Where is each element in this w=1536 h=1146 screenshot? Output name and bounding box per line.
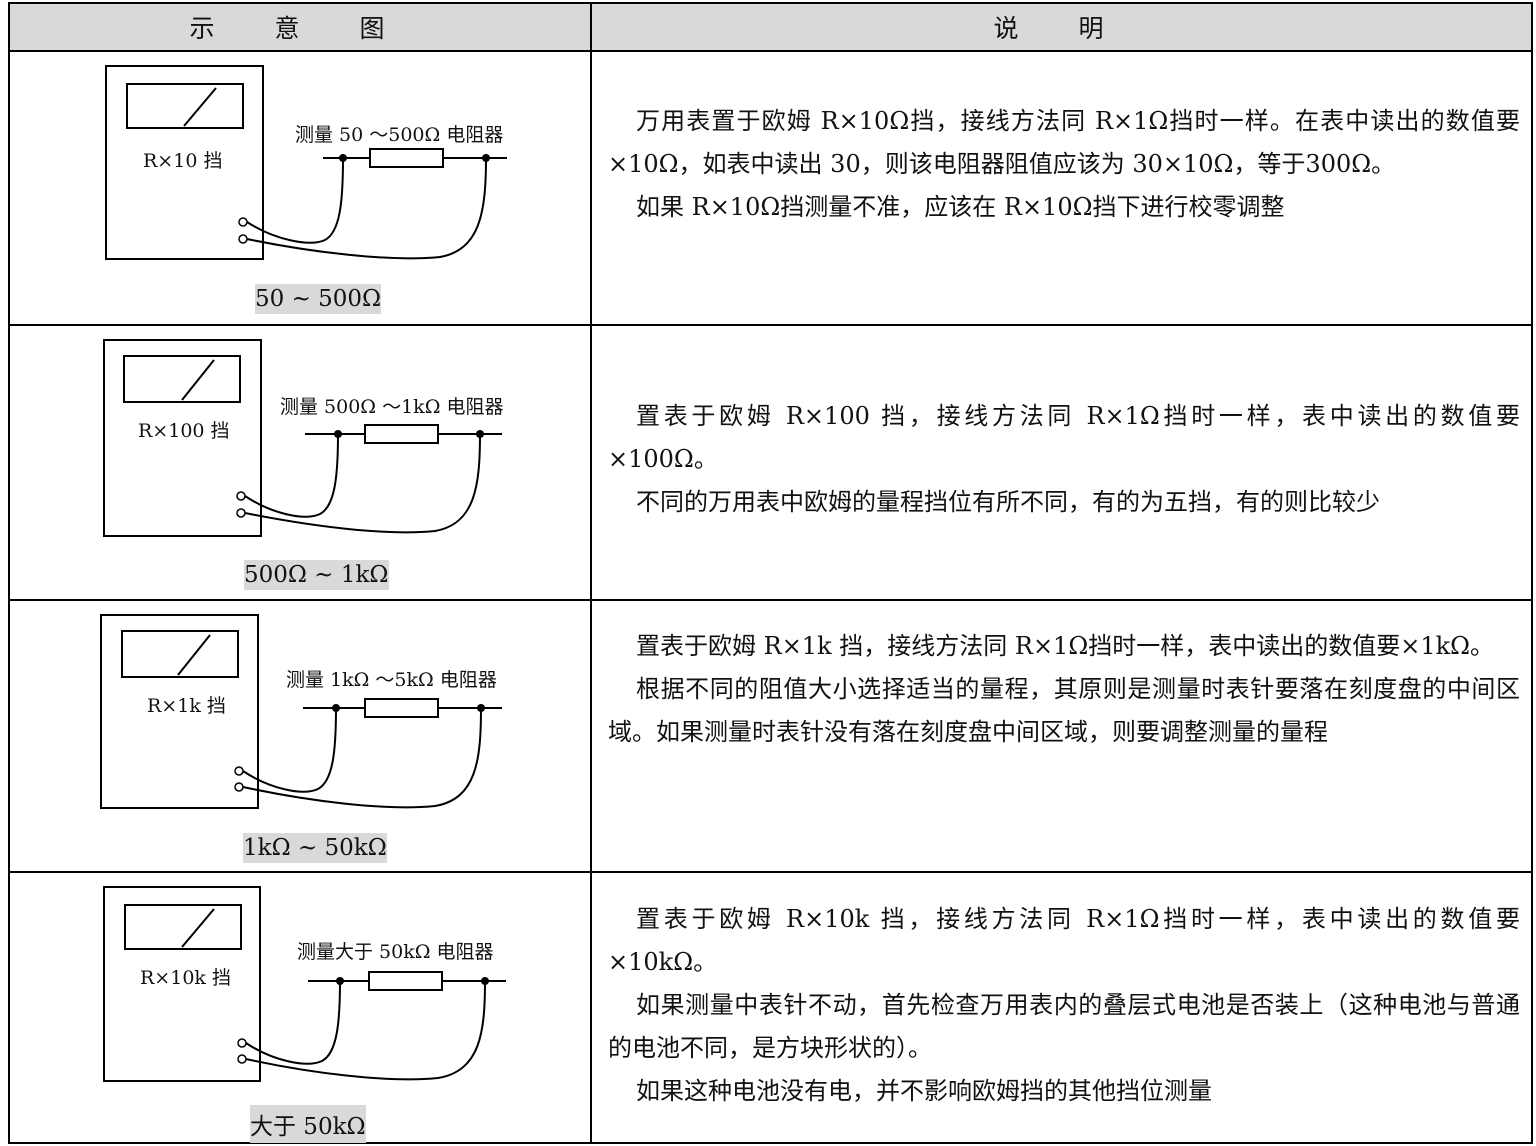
meter-wiring-diagram-3: [100, 614, 502, 809]
meter-range-label: R×100 挡: [138, 420, 230, 442]
column-divider: [590, 4, 592, 1142]
row-divider: [10, 599, 1531, 601]
description-row-2: 置表于欧姆 R×100 挡，接线方法同 R×1Ω挡时一样，表中读出的数值要×10…: [608, 395, 1520, 524]
description-row-3: 置表于欧姆 R×1k 挡，接线方法同 R×1Ω挡时一样，表中读出的数值要×1kΩ…: [608, 625, 1520, 754]
diagram-row-2: R×100 挡 测量 500Ω ～1kΩ 电阻器 500Ω ~ 1kΩ: [10, 326, 590, 598]
diagram-row-1: R×10 挡 测量 50 ～500Ω 电阻器 50 ~ 500Ω: [10, 52, 590, 324]
description-paragraph: 置表于欧姆 R×100 挡，接线方法同 R×1Ω挡时一样，表中读出的数值要×10…: [608, 402, 1520, 473]
description-paragraph: 不同的万用表中欧姆的量程挡位有所不同，有的为五挡，有的则比较少: [636, 488, 1380, 516]
description-paragraph: 如果这种电池没有电，并不影响欧姆挡的其他挡位测量: [636, 1077, 1212, 1105]
diagram-row-4: R×10k 挡 测量大于 50kΩ 电阻器 大于 50kΩ: [10, 873, 590, 1145]
resistance-range-label: 500Ω ~ 1kΩ: [244, 560, 389, 590]
resistance-range-label: 1kΩ ~ 50kΩ: [243, 833, 387, 863]
meter-wiring-diagram-4: [103, 886, 506, 1082]
description-paragraph: 如果 R×10Ω挡测量不准，应该在 R×10Ω挡下进行校零调整: [636, 193, 1285, 221]
description-paragraph: 万用表置于欧姆 R×10Ω挡，接线方法同 R×1Ω挡时一样。在表中读出的数值要×…: [608, 107, 1520, 178]
measure-caption: 测量大于 50kΩ 电阻器: [297, 941, 494, 963]
resistance-measurement-table: 示 意 图 说 明 R×10 挡 测量 50 ～500Ω 电阻器 50 ~ 50…: [8, 2, 1533, 1144]
meter-range-label: R×10k 挡: [140, 967, 231, 989]
header-diagram-column: 示 意 图: [10, 4, 590, 50]
measure-caption: 测量 500Ω ～1kΩ 电阻器: [280, 396, 504, 418]
row-divider: [10, 324, 1531, 326]
row-divider: [10, 871, 1531, 873]
description-paragraph: 置表于欧姆 R×1k 挡，接线方法同 R×1Ω挡时一样，表中读出的数值要×1kΩ…: [636, 632, 1495, 660]
description-paragraph: 如果测量中表针不动，首先检查万用表内的叠层式电池是否装上（这种电池与普通的电池不…: [608, 991, 1520, 1062]
header-description-column: 说 明: [592, 4, 1531, 50]
meter-range-label: R×1k 挡: [147, 695, 226, 717]
description-row-4: 置表于欧姆 R×10k 挡，接线方法同 R×1Ω挡时一样，表中读出的数值要×10…: [608, 898, 1520, 1113]
diagram-row-3: R×1k 挡 测量 1kΩ ～5kΩ 电阻器 1kΩ ~ 50kΩ: [10, 601, 590, 873]
description-paragraph: 根据不同的阻值大小选择适当的量程，其原则是测量时表针要落在刻度盘的中间区域。如果…: [608, 675, 1520, 746]
resistance-range-label: 大于 50kΩ: [250, 1105, 366, 1143]
row-divider: [10, 50, 1531, 52]
measure-caption: 测量 1kΩ ～5kΩ 电阻器: [286, 669, 497, 691]
description-paragraph: 置表于欧姆 R×10k 挡，接线方法同 R×1Ω挡时一样，表中读出的数值要×10…: [608, 905, 1520, 976]
meter-wiring-diagram-2: [103, 339, 502, 537]
measure-caption: 测量 50 ～500Ω 电阻器: [295, 124, 504, 146]
resistance-range-label: 50 ~ 500Ω: [255, 284, 382, 314]
meter-range-label: R×10 挡: [143, 150, 223, 172]
description-row-1: 万用表置于欧姆 R×10Ω挡，接线方法同 R×1Ω挡时一样。在表中读出的数值要×…: [608, 100, 1520, 229]
meter-wiring-diagram-1: [105, 65, 507, 260]
